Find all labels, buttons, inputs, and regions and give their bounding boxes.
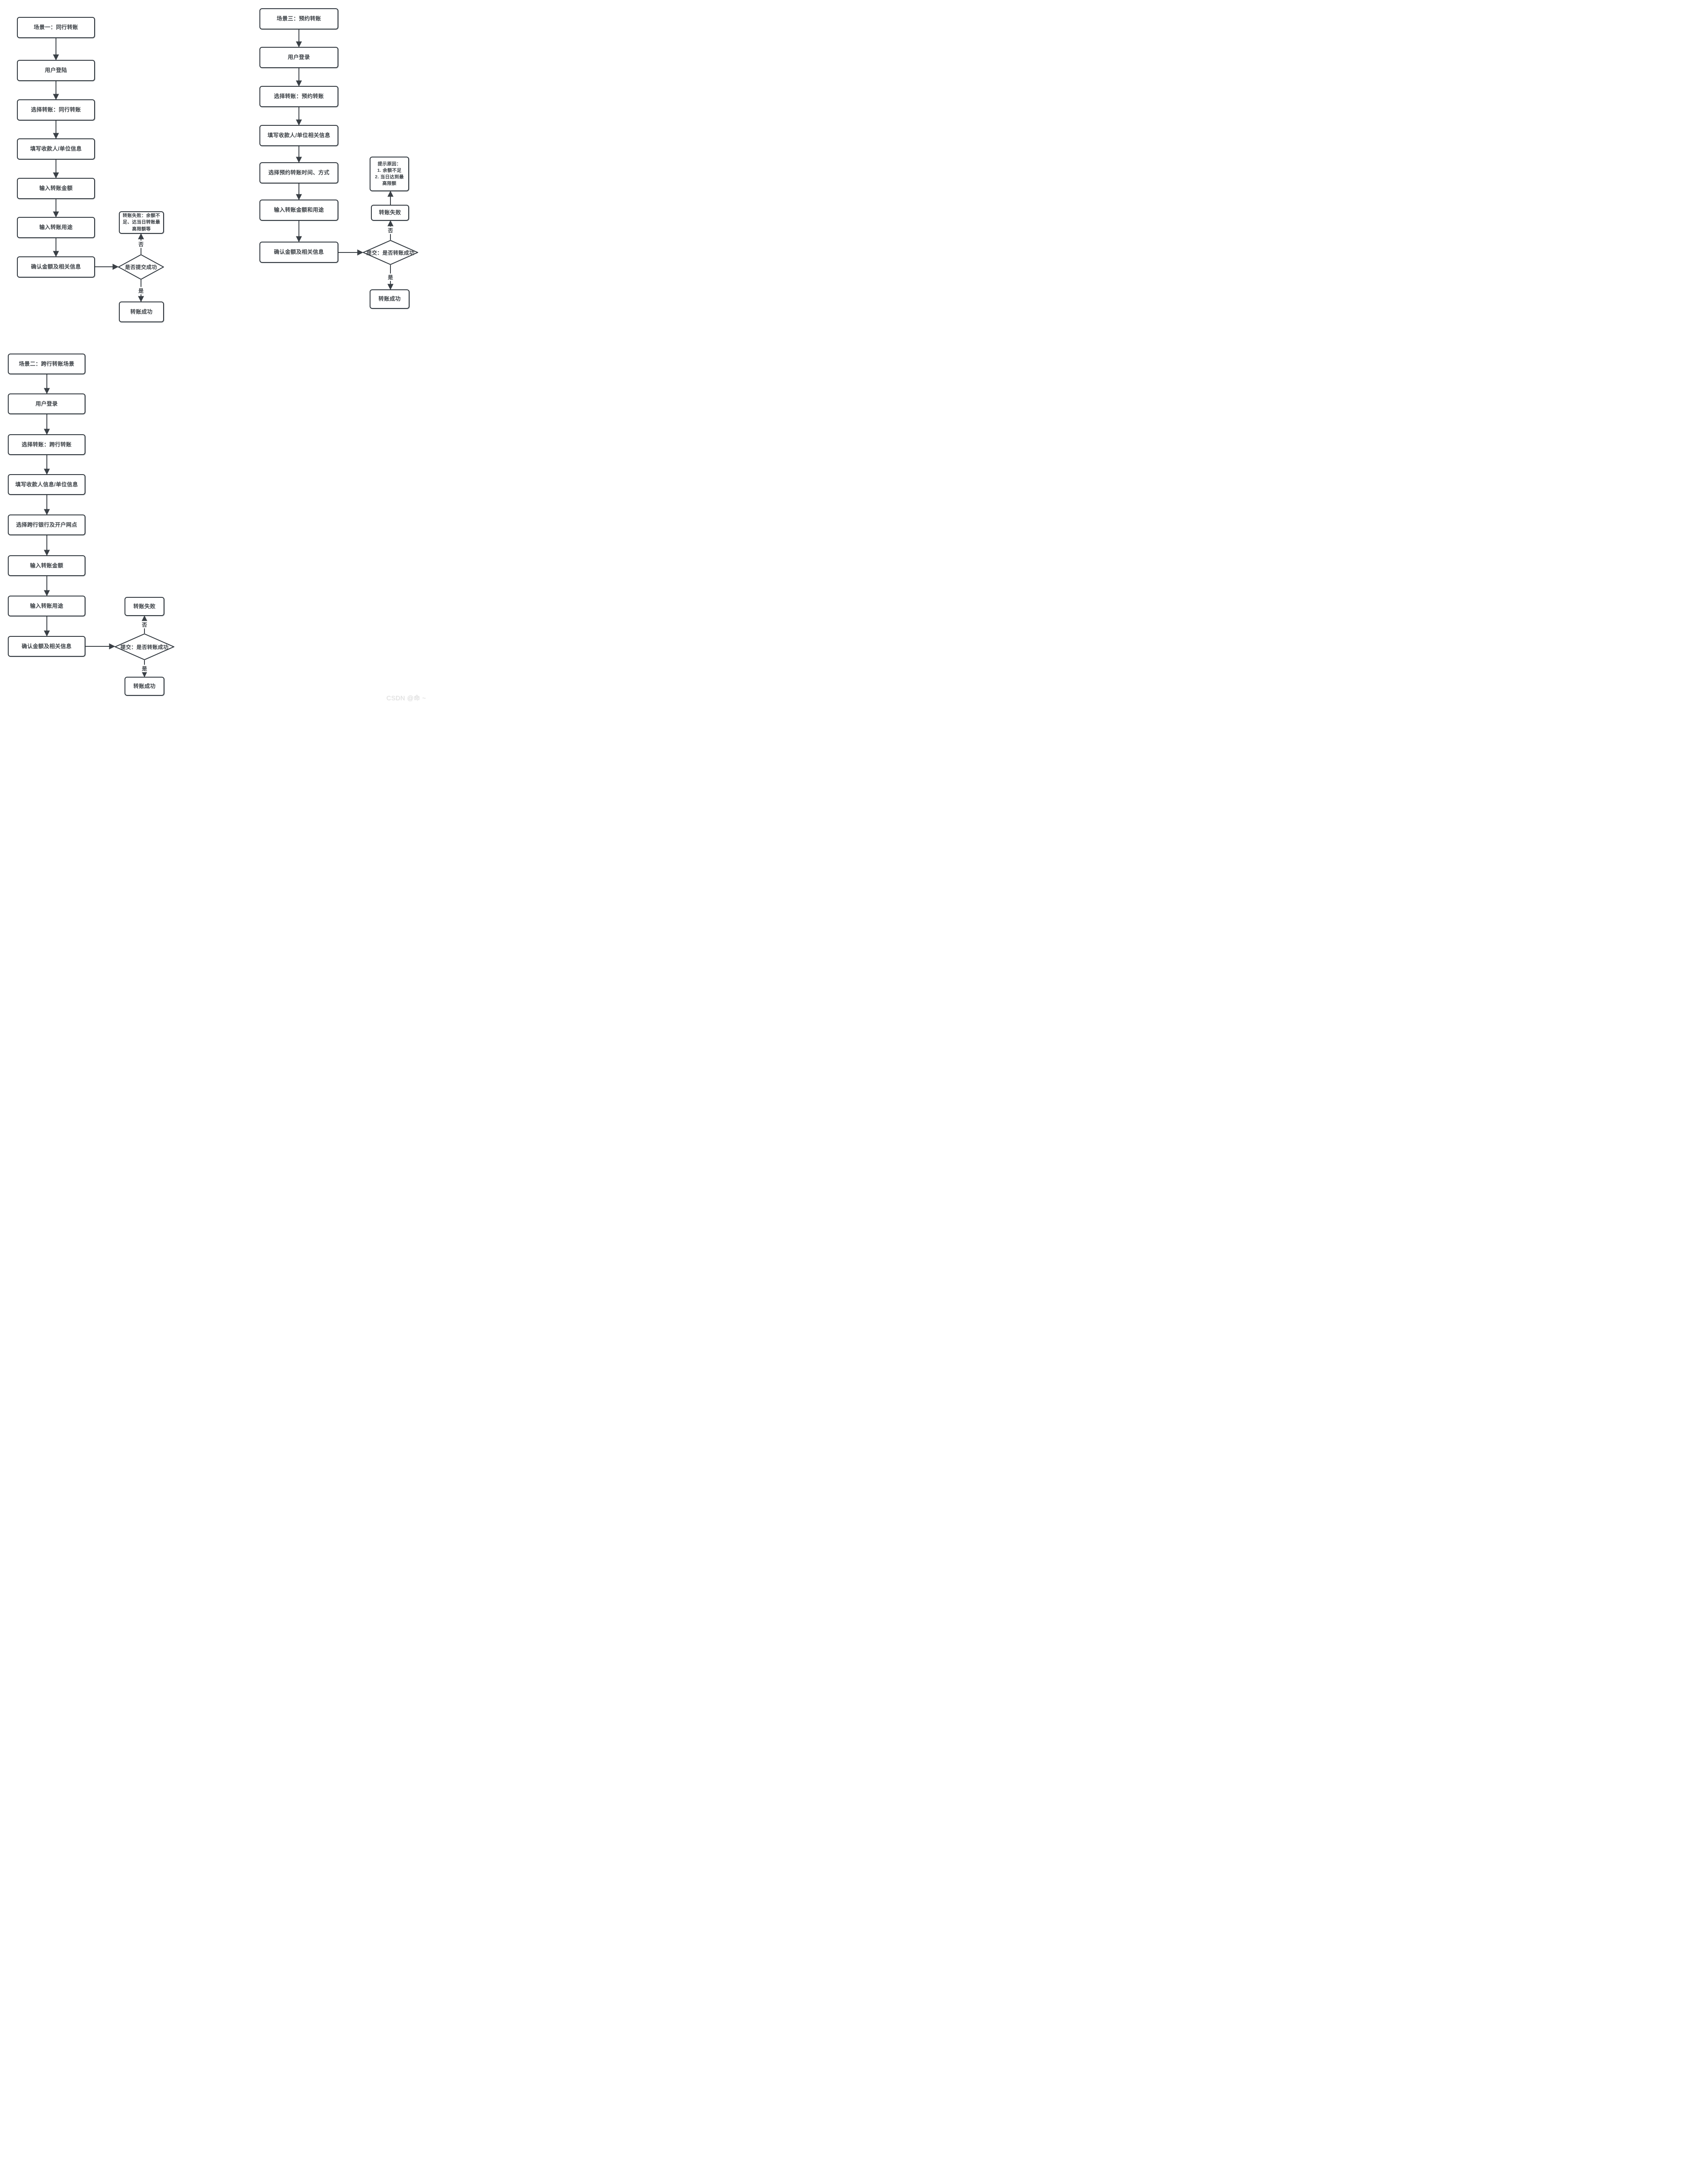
csdn-watermark: CSDN @命 ~ (386, 695, 426, 702)
s2-decision-node: 提交：是否转账成功 (115, 633, 174, 660)
s3-success-node: 转账成功 (370, 289, 410, 309)
s2-step-choose-bank: 选择跨行银行及开户网点 (8, 514, 85, 535)
s3-step-enter-amount-purpose: 输入转账金额和用途 (259, 200, 338, 221)
s2-decision-label: 提交：是否转账成功 (120, 644, 169, 650)
s2-success-node: 转账成功 (125, 677, 164, 696)
s1-success-node: 转账成功 (119, 301, 164, 322)
s2-step-enter-amount: 输入转账金额 (8, 555, 85, 576)
s2-title-node: 场景二：跨行转账场景 (8, 354, 85, 374)
s3-step-login: 用户登录 (259, 47, 338, 68)
s1-step-login: 用户登陆 (17, 60, 95, 81)
s3-step-choose-transfer: 选择转账：预约转账 (259, 86, 338, 107)
s3-decision-label: 提交：是否转账成功 (366, 249, 415, 256)
s1-no-label: 否 (137, 240, 145, 248)
s1-step-enter-amount: 输入转账金额 (17, 178, 95, 199)
s1-step-confirm: 确认金额及相关信息 (17, 256, 95, 278)
s3-title-node: 场景三：预约转账 (259, 8, 338, 29)
s2-fail-node: 转账失败 (125, 597, 164, 616)
diamond-shape (118, 254, 164, 280)
s3-step-choose-time: 选择预约转账时间、方式 (259, 162, 338, 183)
s3-yes-label: 是 (386, 273, 395, 281)
s2-step-choose-transfer: 选择转账：跨行转账 (8, 434, 85, 455)
s2-step-confirm: 确认金额及相关信息 (8, 636, 85, 657)
s2-step-login: 用户登录 (8, 393, 85, 414)
s2-no-label: 否 (140, 621, 149, 629)
s3-decision-node: 提交：是否转账成功 (363, 240, 418, 265)
s1-step-choose-transfer: 选择转账：同行转账 (17, 99, 95, 121)
s1-decision-label: 是否提交成功 (125, 264, 157, 270)
s3-step-fill-payee: 填写收款人/单位相关信息 (259, 125, 338, 146)
s1-step-fill-payee: 填写收款人/单位信息 (17, 138, 95, 160)
s1-step-enter-purpose: 输入转账用途 (17, 217, 95, 238)
s3-step-confirm: 确认金额及相关信息 (259, 242, 338, 263)
s3-fail-node: 转账失败 (371, 205, 409, 221)
s3-fail-reason-node: 提示原因： 1. 余额不足 2. 当日达到最高限额 (370, 157, 409, 191)
s2-yes-label: 是 (140, 665, 149, 672)
flowchart-canvas: 场景一：同行转账 用户登陆 选择转账：同行转账 填写收款人/单位信息 输入转账金… (0, 0, 427, 707)
diamond-shape (363, 240, 418, 265)
s1-title-node: 场景一：同行转账 (17, 17, 95, 38)
s3-no-label: 否 (386, 226, 395, 234)
s1-yes-label: 是 (137, 287, 145, 295)
s1-decision-node: 是否提交成功 (118, 254, 164, 280)
s2-step-fill-payee: 填写收款人信息/单位信息 (8, 474, 85, 495)
s2-step-enter-purpose: 输入转账用途 (8, 596, 85, 616)
s1-fail-node: 转账失败：余额不足、达当日转账最高限额等 (119, 211, 164, 234)
diamond-shape (115, 633, 174, 660)
